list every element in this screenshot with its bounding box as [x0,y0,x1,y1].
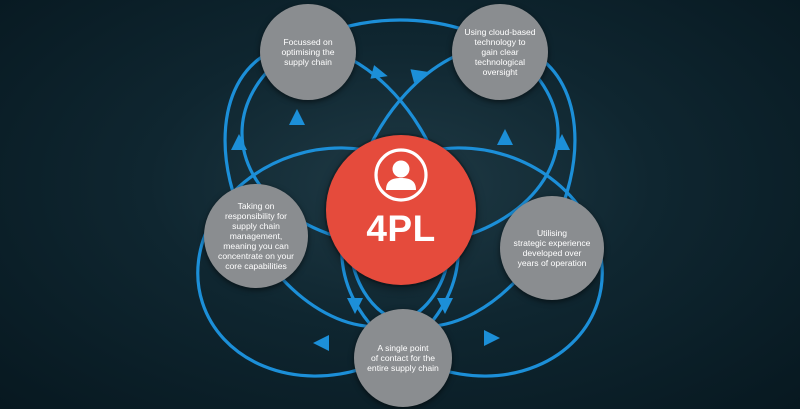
node-top-right-text: Using cloud-based technology to gain cle… [464,27,536,77]
node-bottom: A single point of contact for the entire… [354,309,452,407]
arrow-head [554,134,570,150]
node-top-right: Using cloud-based technology to gain cle… [452,4,548,100]
node-top-left: Focussed on optimising the supply chain [260,4,356,100]
node-right-text: Utilising strategic experience developed… [513,228,591,268]
node-left: Taking on responsibility for supply chai… [204,184,308,288]
arrow-head [370,65,388,79]
arrow-head [410,69,428,83]
node-right: Utilising strategic experience developed… [500,196,604,300]
node-bottom-text: A single point of contact for the entire… [367,343,439,373]
arrow-head [289,109,305,125]
arrow-head [313,335,329,351]
arrow-head [484,330,500,346]
hub-4pl: 4PL [326,135,476,285]
arrow-head [497,129,513,145]
arrow-head [347,298,363,314]
user-icon [374,148,428,202]
hub-label: 4PL [366,208,436,249]
arrow-head [437,298,453,314]
arrow-head [231,134,247,150]
node-left-text: Taking on responsibility for supply chai… [218,201,294,271]
node-top-left-text: Focussed on optimising the supply chain [281,37,335,67]
